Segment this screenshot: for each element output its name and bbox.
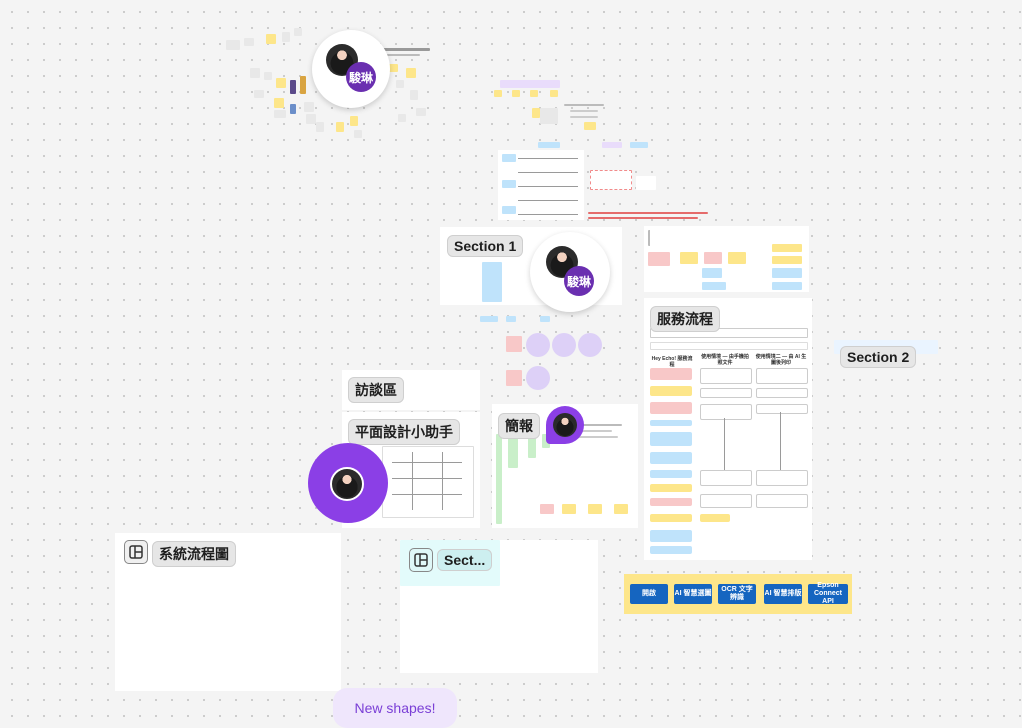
sticky-cluster-right[interactable] [644,226,809,292]
lavender-circle[interactable] [526,366,550,390]
flow-button[interactable]: Epson Connect API [808,582,848,605]
flow-button[interactable]: AI 智慧排版 [764,584,802,604]
flow-button-row[interactable]: 開啟 AI 智慧選圖 OCR 文字辨識 AI 智慧排版 Epson Connec… [624,574,852,614]
sticky-cluster-top-left[interactable] [220,18,440,148]
column-header: Hey Echo! 服務流程 [651,356,693,368]
collaborator-bubble-top[interactable]: 駿琳 [312,30,390,108]
section-2-label[interactable]: Section 2 [840,346,917,368]
lavender-circle[interactable] [578,333,602,357]
collaborator-bubble-middle[interactable]: 駿琳 [530,232,610,312]
avatar [553,413,577,437]
collaborator-pin[interactable] [546,406,584,444]
column-header: 使用情境 — 由手機拍照文件 [701,354,749,366]
flow-button[interactable]: AI 智慧選圖 [674,584,712,604]
flow-button[interactable]: 開啟 [630,584,668,604]
avatar-name-badge: 駿琳 [564,266,594,296]
avatar-name-badge: 駿琳 [346,62,376,92]
interview-label[interactable]: 訪談區 [348,377,404,403]
lavender-circle[interactable] [552,333,576,357]
section-1-label[interactable]: Section 1 [447,235,524,257]
avatar [330,467,364,501]
system-flow-label[interactable]: 系統流程圖 [152,541,236,567]
service-flow-label[interactable]: 服務流程 [650,306,720,332]
frame-icon[interactable] [409,548,433,572]
diagram-top-center[interactable] [494,78,674,144]
sect-label[interactable]: Sect... [437,549,493,571]
flow-button[interactable]: OCR 文字辨識 [718,584,756,604]
briefing-label[interactable]: 簡報 [498,413,540,439]
table-diagram[interactable] [498,150,584,220]
service-flow-frame[interactable]: Hey Echo! 服務流程 使用情境 — 由手機拍照文件 使用情境二 — 由 … [644,298,812,560]
designer-assistant-label[interactable]: 平面設計小助手 [348,419,460,445]
frame-icon[interactable] [124,540,148,564]
column-header: 使用情境二 — 由 AI 生圖後列印 [755,354,807,366]
lavender-circle[interactable] [526,333,550,357]
collaborator-cursor-circle[interactable] [308,443,388,523]
new-shapes-toast[interactable]: New shapes! [333,688,457,728]
